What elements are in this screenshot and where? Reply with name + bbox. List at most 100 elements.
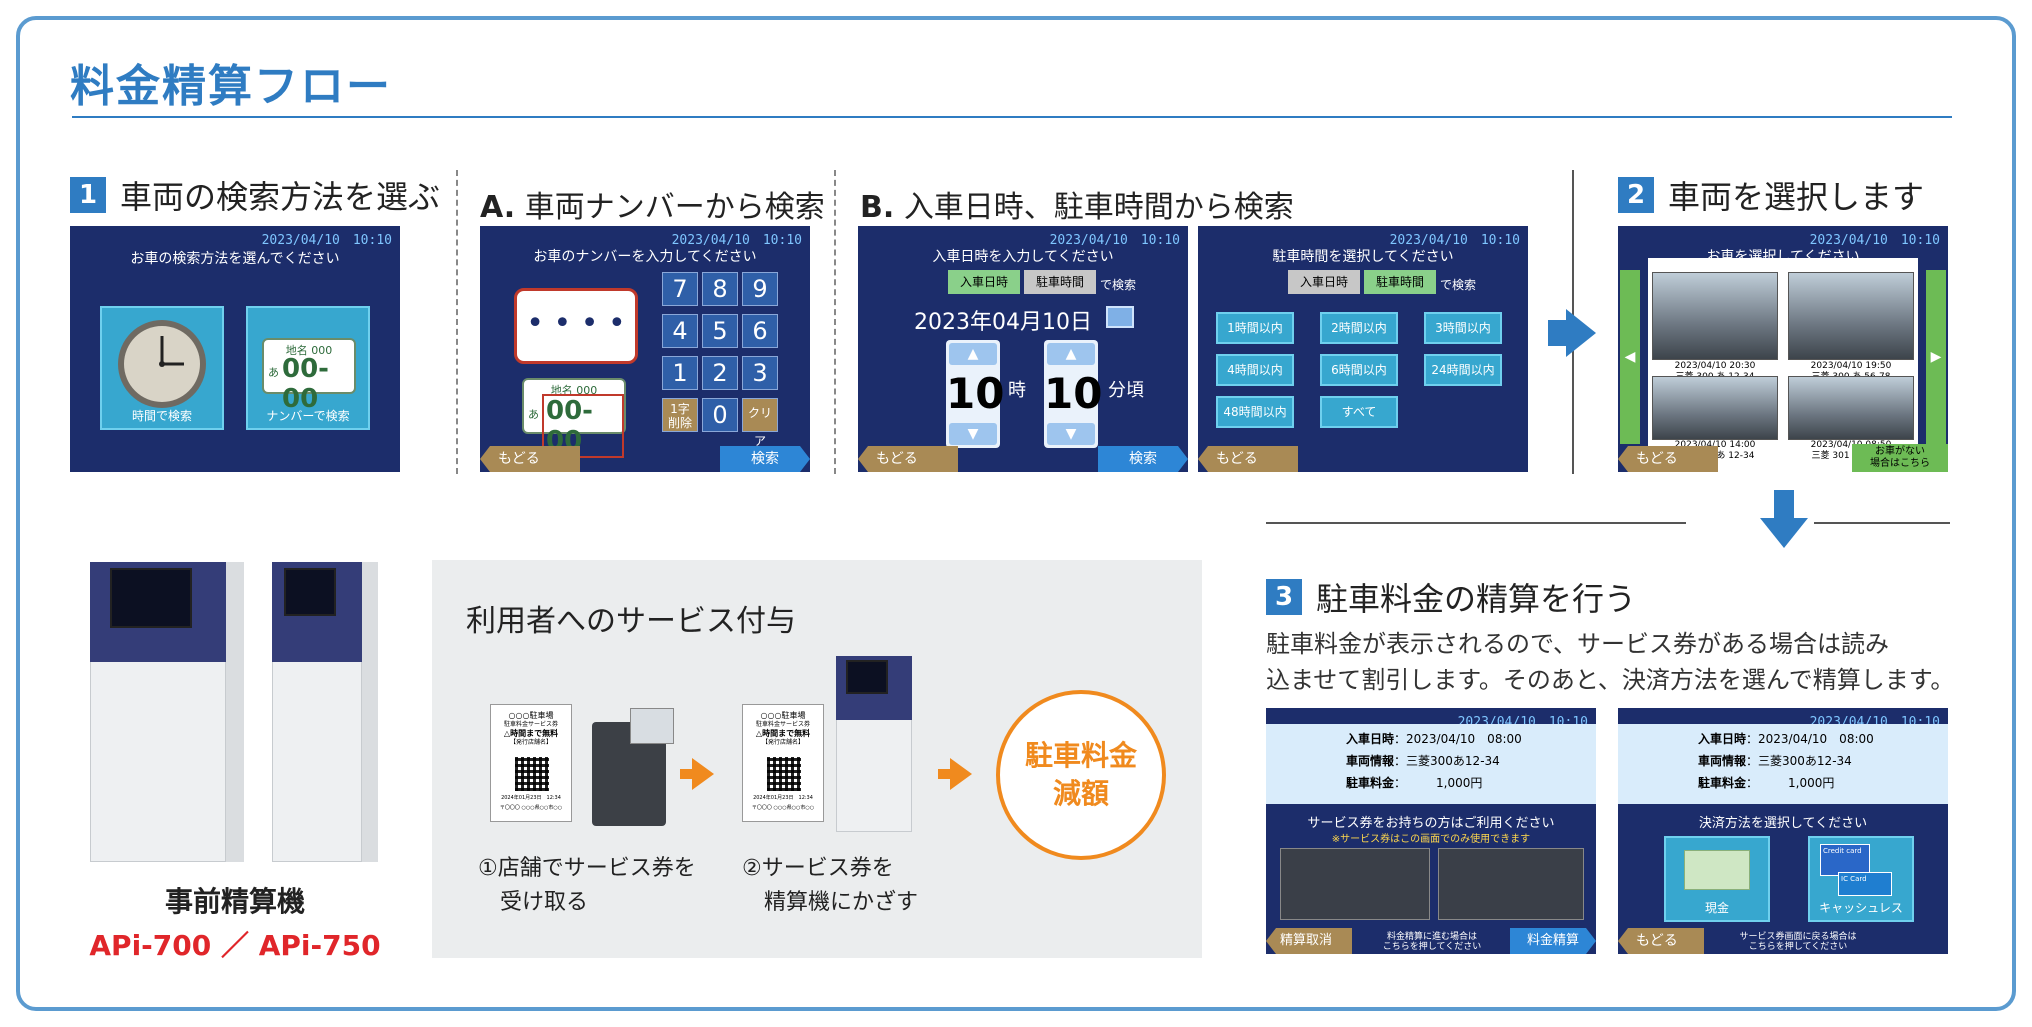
clock-icon (118, 320, 206, 408)
hour-spinner[interactable]: ▲10▼ (946, 340, 1004, 448)
toggle-entry-time[interactable]: 入車日時 (1288, 270, 1360, 294)
hour-up-icon: ▲ (949, 343, 997, 365)
printer-display (630, 708, 674, 744)
search-button[interactable]: 検索 (1098, 446, 1188, 472)
dashed-divider (456, 170, 458, 474)
step3-number: 3 (1266, 579, 1302, 615)
duration-48h-button[interactable]: 48時間以内 (1216, 396, 1294, 428)
screen-prompt: サービス券をお持ちの方はご利用ください (1307, 816, 1555, 831)
minute-down-icon: ▼ (1047, 423, 1095, 445)
cash-payment-button[interactable]: 現金 (1664, 836, 1770, 922)
flow-line-right (1814, 522, 1950, 524)
key-0[interactable]: 0 (702, 398, 738, 432)
search-method-screen: 2023/04/10 10:10 お車の検索方法を選んでください 時間で検索 地… (70, 226, 400, 472)
duration-4h-button[interactable]: 4時間以内 (1216, 354, 1294, 386)
service-ticket: ○○○駐車場 駐車料金サービス券 △時間まで無料 【発行店舗名】 2024年01… (742, 704, 824, 822)
key-1[interactable]: 1 (662, 356, 698, 390)
search-by-number-tile[interactable]: 地名 000 あ 00-00 ナンバーで検索 (246, 306, 370, 430)
machine-name: 事前精算機 (164, 885, 305, 918)
cashless-payment-button[interactable]: Credit card IC Card キャッシュレス (1808, 836, 1914, 922)
kiosk-screen (284, 568, 336, 616)
screen-prompt: お車のナンバーを入力してください (533, 249, 757, 265)
screen-timestamp: 2023/04/10 10:10 (1389, 233, 1520, 248)
screen-prompt: 駐車時間を選択してください (1272, 249, 1454, 265)
screen-prompt: 入車日時を入力してください (932, 249, 1114, 265)
step3-heading: 3 駐車料金の精算を行う (1266, 574, 1636, 620)
fee-info-panel: 入車日時：2023/04/10 08:00 車両情報：三菱300あ12-34 駐… (1266, 724, 1596, 804)
minute-spinner[interactable]: ▲10▼ (1044, 340, 1102, 448)
number-entry-screen: 2023/04/10 10:10 お車のナンバーを入力してください • • • … (480, 226, 810, 472)
payment-method-screen: 2023/04/10 10:10 入車日時：2023/04/10 08:00 車… (1618, 708, 1948, 954)
duration-3h-button[interactable]: 3時間以内 (1424, 312, 1502, 344)
duration-1h-button[interactable]: 1時間以内 (1216, 312, 1294, 344)
screen-note: ※サービス券はこの画面でのみ使用できます (1331, 834, 1531, 845)
back-button[interactable]: もどる (480, 446, 580, 472)
back-button[interactable]: もどる (1618, 446, 1718, 472)
service-ticket: ○○○駐車場 駐車料金サービス券 △時間まで無料 【発行店舗名】 2024年01… (490, 704, 572, 822)
key-4[interactable]: 4 (662, 314, 698, 348)
step2-number: 2 (1618, 177, 1654, 213)
key-8[interactable]: 8 (702, 272, 738, 306)
ticket-reader-illustration (1438, 848, 1584, 920)
cancel-settlement-button[interactable]: 精算取消 (1266, 928, 1352, 954)
search-button[interactable]: 検索 (720, 446, 810, 472)
key-6[interactable]: 6 (742, 314, 778, 348)
discount-result-circle: 駐車料金 減額 (996, 690, 1166, 860)
toggle-duration[interactable]: 駐車時間 (1364, 270, 1436, 294)
key-5[interactable]: 5 (702, 314, 738, 348)
qr-code-icon (767, 757, 801, 791)
key-7[interactable]: 7 (662, 272, 698, 306)
back-hint: サービス券画面に戻る場合は こちらを押してください (1739, 932, 1857, 952)
duration-2h-button[interactable]: 2時間以内 (1320, 312, 1398, 344)
service-step2-caption: ②サービス券を 精算機にかざす (742, 856, 919, 915)
screen-timestamp: 2023/04/10 10:10 (671, 233, 802, 248)
duration-screen: 2023/04/10 10:10 駐車時間を選択してください 入車日時 駐車時間… (1198, 226, 1528, 472)
duration-all-button[interactable]: すべて (1320, 396, 1398, 428)
screen-timestamp: 2023/04/10 10:10 (1809, 233, 1940, 248)
car-photo[interactable] (1652, 376, 1778, 440)
entry-time-screen: 2023/04/10 10:10 入車日時を入力してください 入車日時 駐車時間… (858, 226, 1188, 472)
kiosk-screen (846, 660, 888, 694)
duration-24h-button[interactable]: 24時間以内 (1424, 354, 1502, 386)
toggle-entry-time[interactable]: 入車日時 (948, 270, 1020, 294)
machine-models: APi-700 ／ APi-750 (89, 929, 381, 962)
arrow-stem (938, 769, 952, 779)
no-car-button[interactable]: お車がない 場合はこちら (1852, 444, 1948, 472)
key-2[interactable]: 2 (702, 356, 738, 390)
settle-hint: 料金精算に進む場合は こちらを押してください (1382, 932, 1482, 952)
key-3[interactable]: 3 (742, 356, 778, 390)
hour-down-icon: ▼ (949, 423, 997, 445)
back-button[interactable]: もどる (1198, 446, 1298, 472)
calendar-icon[interactable] (1106, 306, 1134, 328)
tile-number-label: ナンバーで検索 (266, 409, 350, 423)
prev-page-button[interactable]: ◀ (1620, 270, 1640, 444)
search-by-time-tile[interactable]: 時間で検索 (100, 306, 224, 430)
next-page-button[interactable]: ▶ (1926, 270, 1946, 444)
car-photo[interactable] (1788, 376, 1914, 440)
car-photo[interactable] (1788, 272, 1914, 360)
back-button[interactable]: もどる (858, 446, 958, 472)
fee-info-panel: 入車日時：2023/04/10 08:00 車両情報：三菱300あ12-34 駐… (1618, 724, 1948, 804)
key-9[interactable]: 9 (742, 272, 778, 306)
step3-description: 駐車料金が表示されるので、サービス券がある場合は読み 込ませて割引します。そのあ… (1266, 630, 1955, 694)
credit-card-icon: Credit card (1820, 844, 1870, 876)
step2-label: 車両を選択します (1668, 178, 1925, 216)
car-photo[interactable] (1652, 272, 1778, 360)
down-arrow-icon (1760, 518, 1808, 548)
right-arrow-icon (1566, 309, 1596, 357)
page-indicator: ( 6 / 12 ) (1752, 454, 1804, 468)
screen-timestamp: 2023/04/10 10:10 (261, 233, 392, 248)
key-clear[interactable]: クリア (742, 398, 778, 448)
duration-6h-button[interactable]: 6時間以内 (1320, 354, 1398, 386)
vehicle-select-screen: 2023/04/10 10:10 お車を選択してください ◀ ▶ 2023/04… (1618, 226, 1948, 472)
date-display: 2023年04月10日 (914, 310, 1092, 335)
service-ticket-screen: 2023/04/10 10:10 入車日時：2023/04/10 08:00 車… (1266, 708, 1596, 954)
license-plate-icon: 地名 000 あ 00-00 (262, 338, 356, 414)
toggle-duration[interactable]: 駐車時間 (1024, 270, 1096, 294)
key-delete[interactable]: 1字 削除 (662, 398, 698, 432)
step3-label: 駐車料金の精算を行う (1316, 580, 1637, 618)
step1-number: 1 (70, 177, 106, 213)
settle-button[interactable]: 料金精算 (1510, 928, 1596, 954)
back-button[interactable]: もどる (1618, 928, 1704, 954)
service-step1-caption: ①店舗でサービス券を 受け取る (478, 856, 696, 915)
